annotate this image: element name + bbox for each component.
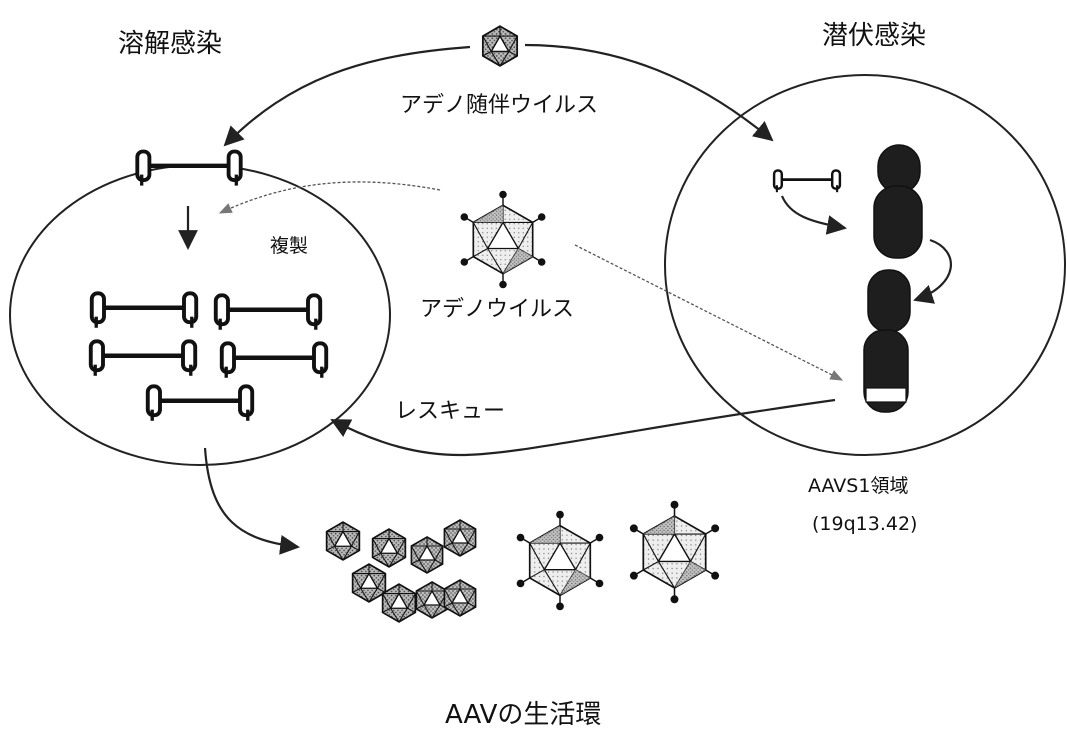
aav-genome-icon	[91, 341, 195, 375]
adenovirus-particle-icon	[459, 190, 547, 289]
release-arrow	[203, 447, 300, 555]
aav-genome-icon	[222, 343, 326, 377]
aav-genome-icon	[137, 152, 240, 186]
infection-arc-right	[524, 43, 774, 142]
replication-label: 複製	[270, 235, 308, 257]
aavs1-region-label: AAVS1領域	[808, 475, 908, 497]
integration-arrow-2	[913, 238, 952, 304]
helper-arrow-to-lytic	[218, 181, 441, 214]
aav-genome-icon	[216, 295, 320, 329]
aav-genome-icon	[148, 386, 252, 420]
integration-arrow-1	[780, 195, 847, 235]
adenovirus-particle-icon	[629, 500, 720, 604]
latent-cell	[664, 74, 1066, 456]
lytic-infection-label: 溶解感染	[118, 29, 222, 59]
released-aav-cluster	[325, 519, 477, 623]
aav-genome-icon	[92, 293, 196, 327]
diagram-title: AAVの生活環	[445, 700, 601, 730]
adenovirus-label: アデノウイルス	[420, 297, 574, 322]
rescue-label: レスキュー	[395, 399, 505, 424]
aav-label: アデノ随伴ウイルス	[400, 93, 598, 118]
rescue-arrow	[330, 398, 836, 457]
adenovirus-particle-icon	[515, 510, 605, 611]
aav-genome-icon	[772, 169, 842, 194]
locus-label: (19q13.42)	[812, 513, 917, 535]
chromosome-icon	[863, 144, 923, 413]
helper-arrow-to-latent	[574, 244, 844, 381]
aav-particle-icon	[481, 25, 519, 67]
latent-infection-label: 潜伏感染	[822, 21, 926, 51]
infection-arc-left	[223, 45, 471, 147]
